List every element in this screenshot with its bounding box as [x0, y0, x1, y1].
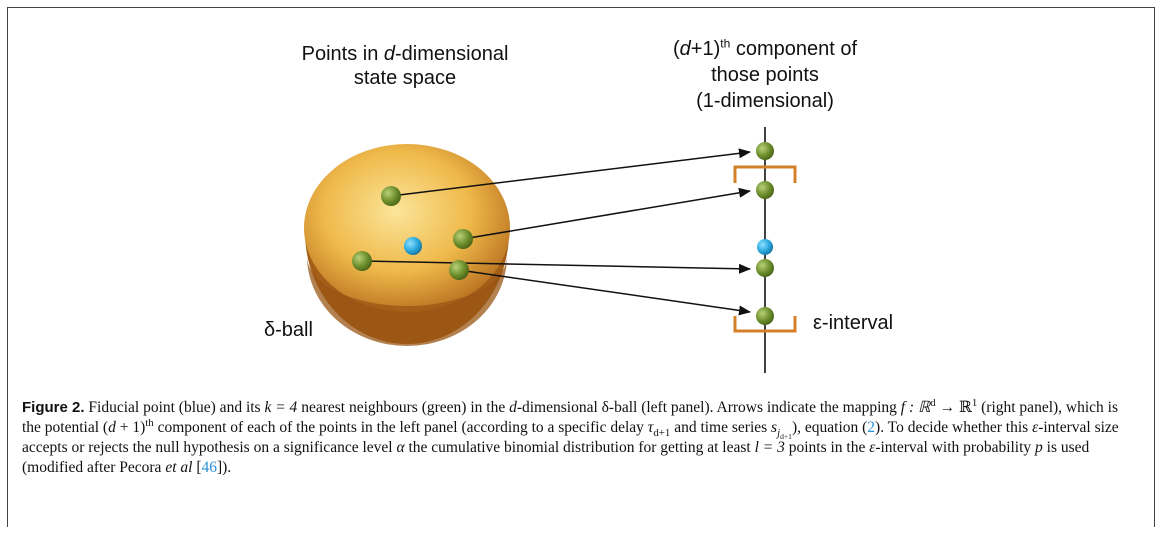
caption-math: s — [771, 419, 778, 436]
right-title-line2: those points — [711, 64, 819, 86]
fiducial-point — [404, 237, 422, 255]
right-title-th: th — [720, 36, 731, 51]
arrow-1 — [390, 148, 751, 197]
caption-text: the cumulative binomial distribution for… — [404, 439, 755, 456]
right-title-line3: (1-dimensional) — [696, 90, 834, 112]
caption-text: -interval with probability — [875, 439, 1036, 456]
left-title-line2: state space — [353, 67, 457, 89]
projected-point — [756, 181, 774, 199]
left-title-text-end: -dimensional — [395, 43, 509, 65]
projected-point — [756, 142, 774, 160]
caption-text: points in the — [784, 439, 870, 456]
epsilon-bracket-top — [733, 165, 797, 183]
caption-text: -dimensional δ-ball (left panel). Arrows… — [516, 399, 901, 416]
left-title-d: d — [383, 43, 395, 65]
neighbour-point — [449, 260, 469, 280]
caption-math: j — [777, 427, 781, 440]
figure-caption: Figure 2. Fiducial point (blue) and its … — [22, 396, 1132, 478]
caption-math: → ℝ — [935, 399, 972, 416]
caption-text: (right panel), which is the potential ( — [22, 399, 1119, 436]
caption-text: + 1) — [115, 419, 146, 436]
left-panel-title: Points in d-dimensional state space — [280, 42, 530, 90]
epsilon-interval-label: ε-interval — [813, 312, 894, 334]
caption-math: 1 — [971, 396, 978, 409]
equation-link[interactable]: 2 — [867, 419, 876, 436]
caption-text: Fiducial point (blue) and its — [84, 399, 265, 416]
caption-math: α — [396, 439, 405, 456]
left-title-text: Points in — [301, 43, 384, 65]
delta-ball-label: δ-ball — [264, 319, 313, 341]
neighbour-point — [381, 186, 401, 206]
arrow-4 — [458, 269, 751, 316]
caption-text: [ — [192, 459, 202, 476]
caption-math: ε — [1032, 419, 1039, 436]
projected-point — [756, 259, 774, 277]
right-title-line1-end: component of — [730, 38, 858, 60]
neighbour-point — [352, 251, 372, 271]
arrow-3 — [361, 260, 751, 274]
caption-text: -interval size accepts or rejects the nu… — [22, 419, 1119, 456]
right-title-plus: +1) — [690, 38, 721, 60]
caption-math: p — [1035, 439, 1043, 456]
caption-math: d+1 — [653, 427, 671, 440]
projected-fiducial-point — [757, 239, 773, 255]
right-title-open: ( — [672, 38, 680, 60]
diagram — [304, 127, 797, 373]
caption-text: ), equation ( — [791, 419, 868, 436]
caption-math: τ — [647, 419, 654, 436]
caption-math: d — [509, 399, 517, 416]
right-title-d: d — [679, 38, 691, 60]
caption-text: et al — [165, 459, 193, 476]
caption-text: is used (modified after Pecora — [22, 439, 1090, 476]
neighbour-point — [453, 229, 473, 249]
caption-math: k = 4 — [264, 399, 298, 416]
epsilon-bracket-bottom — [733, 316, 797, 333]
caption-math: f : ℝ — [900, 399, 931, 416]
caption-math: d+1 — [780, 432, 792, 442]
caption-math: l = 3 — [754, 439, 785, 456]
right-panel-title: (d+1)th component of those points (1-dim… — [615, 36, 915, 114]
caption-math: ε — [869, 439, 876, 456]
caption-text: component of each of the points in the l… — [153, 419, 648, 436]
caption-text: and time series — [670, 419, 772, 436]
caption-math: th — [145, 416, 154, 429]
caption-math: d — [108, 419, 116, 436]
caption-text: ). To decide whether this — [875, 419, 1033, 436]
projected-point — [756, 307, 774, 325]
citation-link[interactable]: 46 — [201, 459, 217, 476]
caption-text: nearest neighbours (green) in the — [297, 399, 510, 416]
arrow-2 — [462, 187, 751, 240]
caption-math: jd+1 — [777, 427, 792, 442]
caption-math: d — [930, 396, 936, 409]
figure-frame — [7, 7, 1155, 527]
caption-text: ]). — [216, 459, 232, 476]
caption-label: Figure 2. — [22, 399, 85, 416]
